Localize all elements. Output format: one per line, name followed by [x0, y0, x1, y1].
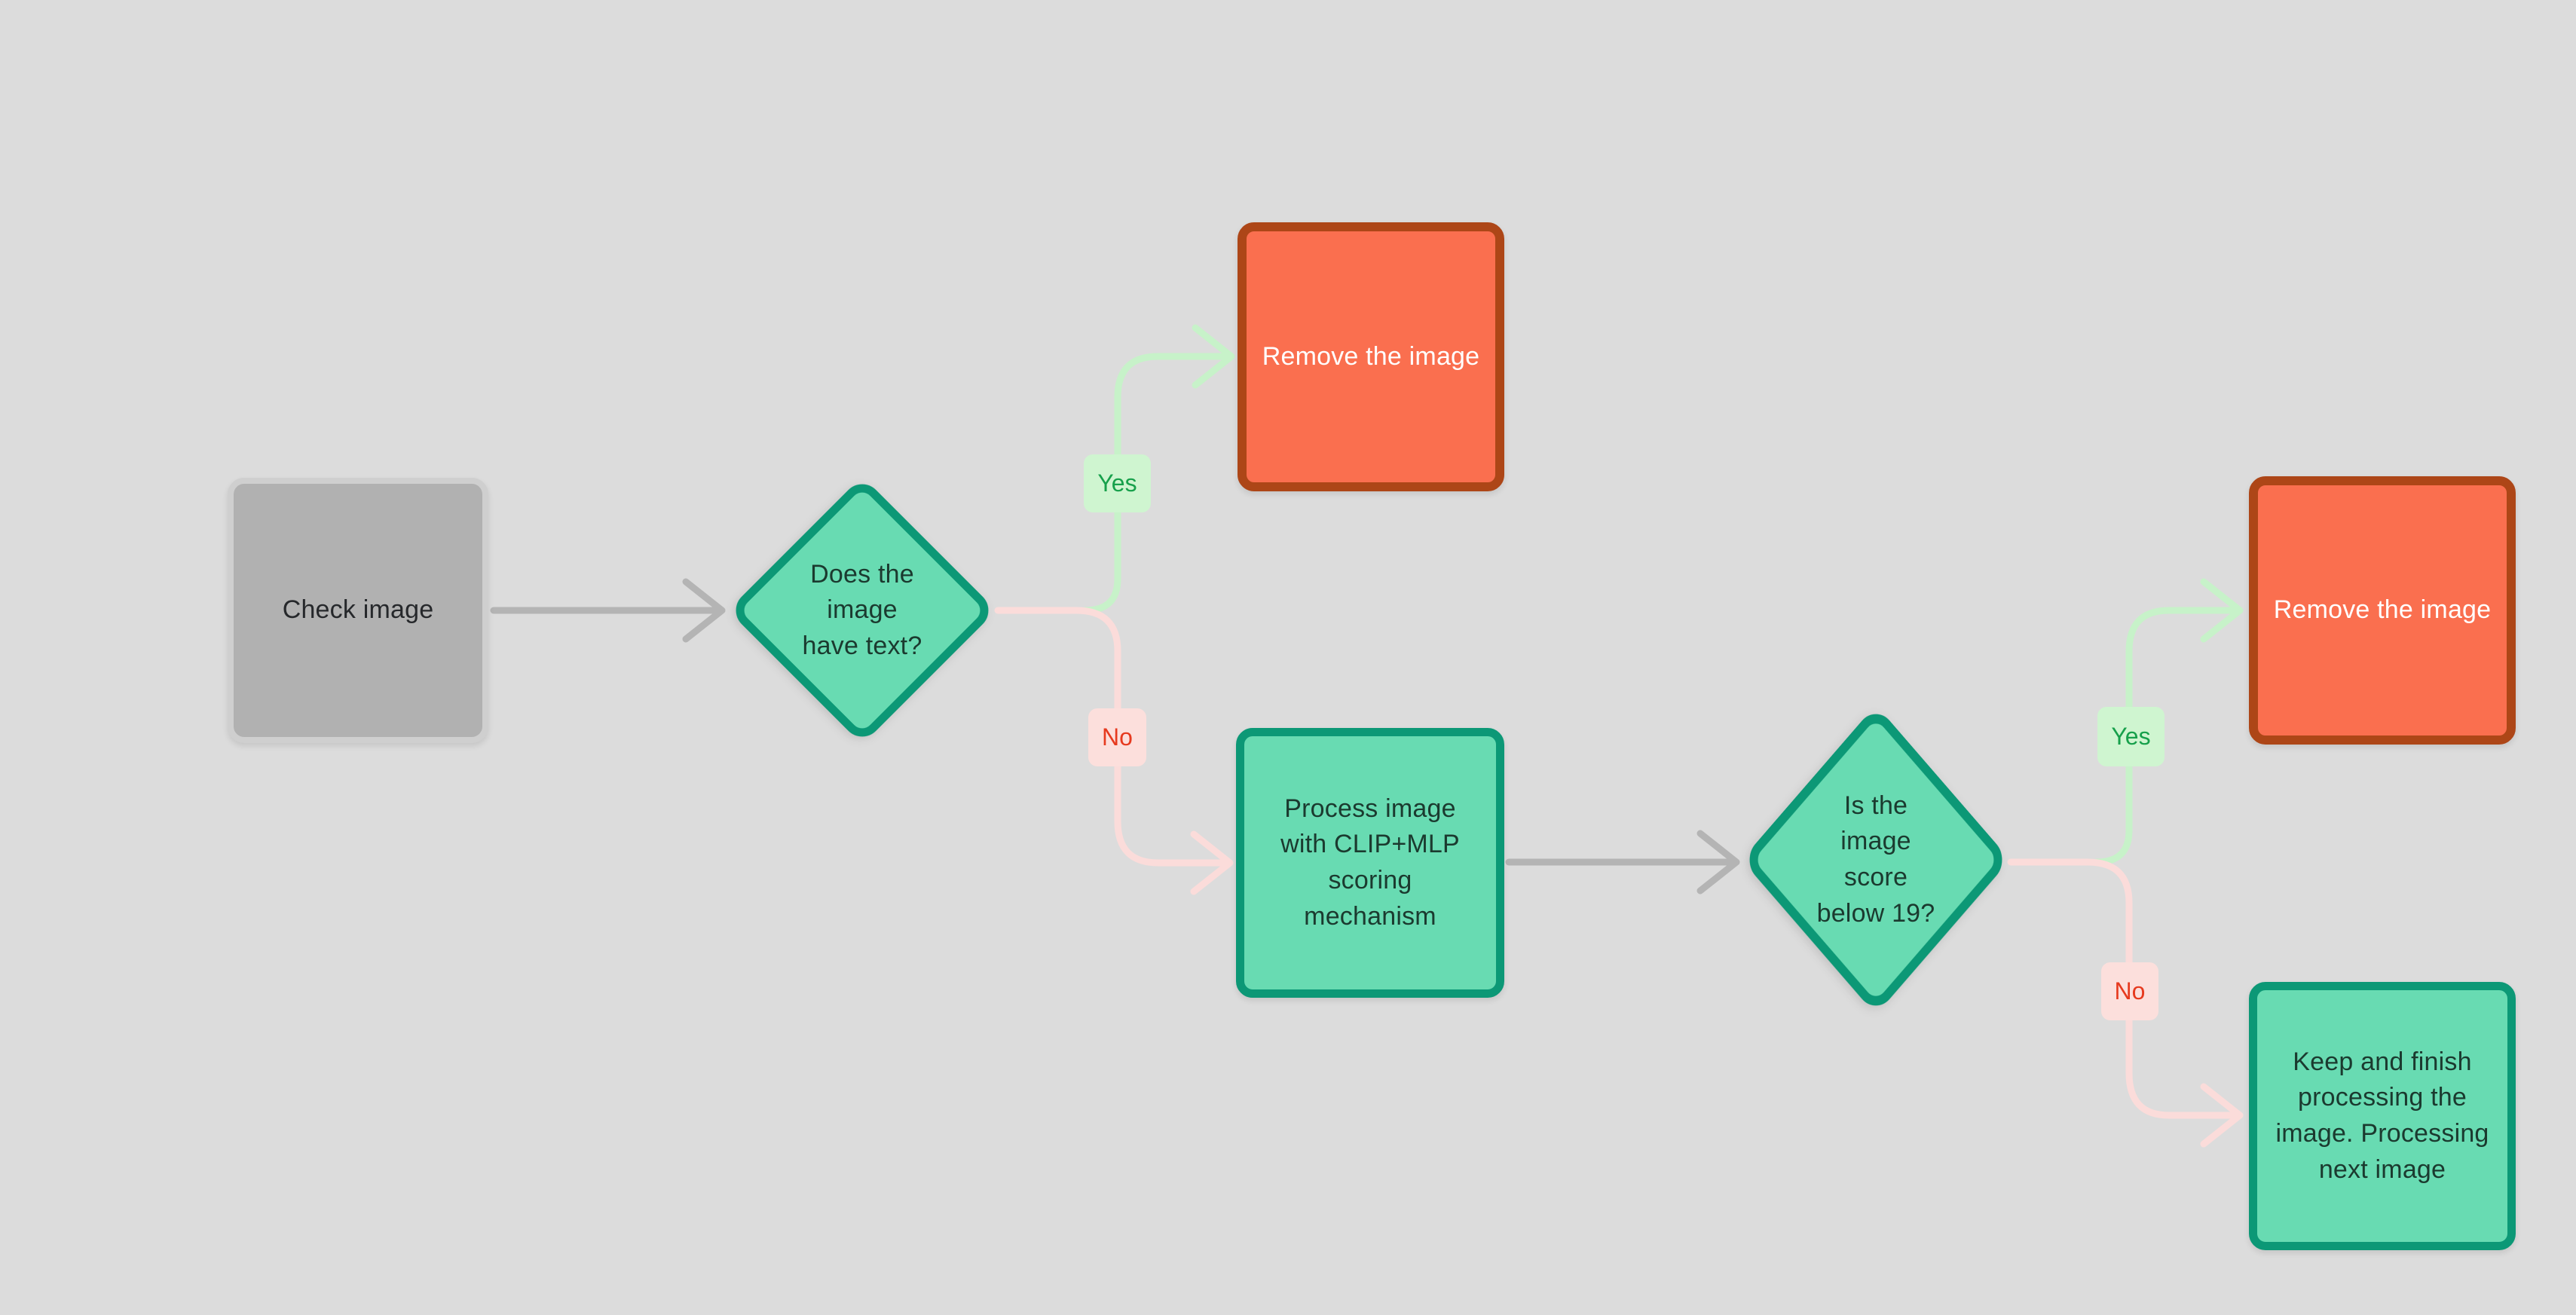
edge-label-score-yes[interactable]: Yes	[2097, 707, 2165, 766]
arrowhead-icon	[2200, 578, 2244, 643]
node-remove-image-right[interactable]: Remove the image	[2249, 476, 2516, 745]
node-remove-image-right-label: Remove the image	[2273, 595, 2492, 625]
arrowhead-icon	[1696, 830, 1740, 895]
edge-has-text-yes[interactable]	[1081, 324, 1235, 614]
arrowhead-icon	[682, 578, 726, 643]
edge-label-score-no[interactable]: No	[2101, 962, 2158, 1020]
node-check-image[interactable]: Check image	[228, 478, 488, 743]
arrowhead-icon	[2200, 1083, 2244, 1148]
node-remove-image-top-label: Remove the image	[1262, 341, 1480, 371]
node-remove-image-top[interactable]: Remove the image	[1238, 222, 1504, 491]
edge-has-text-yes-line	[1081, 353, 1232, 614]
arrowhead-icon	[1192, 324, 1235, 389]
edge-process-to-score[interactable]	[1505, 830, 1740, 895]
node-process-clip-mlp-label: Process image with CLIP+MLP scoring mech…	[1280, 794, 1460, 931]
edge-score-yes[interactable]	[2093, 578, 2244, 866]
node-process-clip-mlp[interactable]: Process image with CLIP+MLP scoring mech…	[1236, 728, 1504, 998]
arrowhead-icon	[1190, 830, 1234, 895]
node-keep-image-label: Keep and finish processing the image. Pr…	[2275, 1047, 2489, 1184]
edge-label-has-text-yes[interactable]: Yes	[1084, 454, 1151, 512]
node-keep-image[interactable]: Keep and finish processing the image. Pr…	[2249, 982, 2516, 1250]
edge-label-has-text-no[interactable]: No	[1088, 708, 1146, 766]
edge-score-yes-line	[2093, 607, 2241, 866]
node-check-image-label: Check image	[282, 595, 434, 625]
edge-check-to-has-text[interactable]	[490, 578, 726, 643]
